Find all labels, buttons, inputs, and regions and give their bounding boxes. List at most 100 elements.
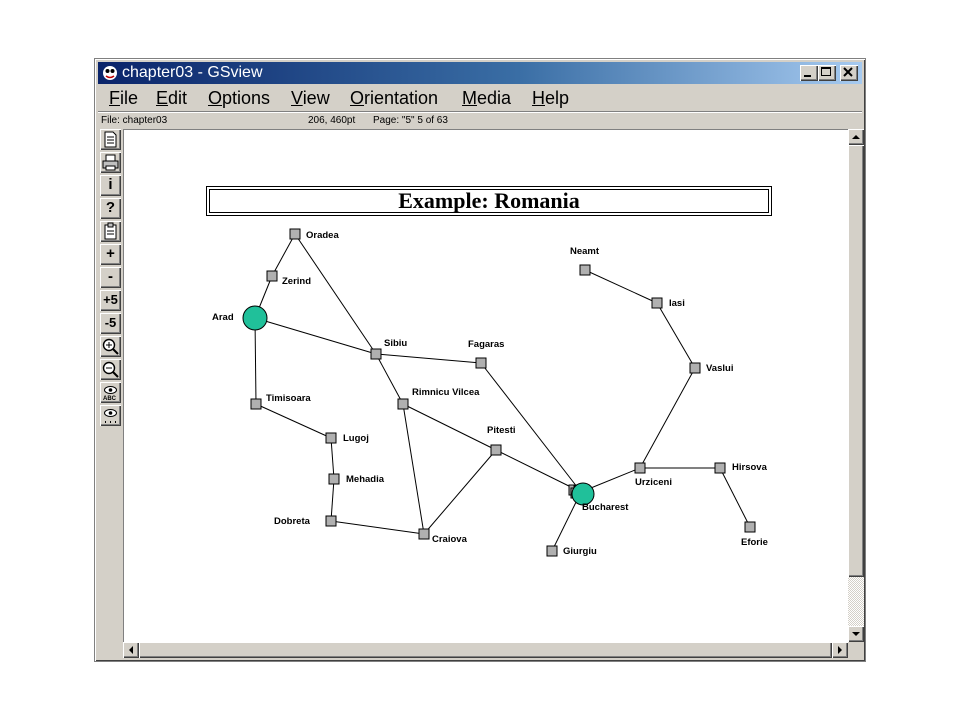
horizontal-scroll-thumb[interactable] — [139, 642, 832, 658]
find-text-icon: ABC — [103, 386, 117, 402]
edge-rimnicu-pitesti — [402, 403, 497, 451]
zoom-in-icon — [102, 338, 119, 355]
edge-mehadia-dobreta — [330, 478, 335, 522]
label-zerind: Zerind — [282, 276, 311, 287]
arrow-right-icon — [838, 646, 842, 654]
node-craiova — [418, 528, 430, 540]
label-rimnicu: Rimnicu Vilcea — [412, 387, 480, 398]
title-bar[interactable]: chapter03 - GSview — [98, 62, 862, 84]
status-coords: 206, 460pt — [308, 115, 356, 126]
prev-page-button[interactable]: - — [100, 267, 121, 288]
ghostscript-icon[interactable] — [102, 65, 118, 81]
print-button[interactable] — [100, 152, 121, 173]
label-lugoj: Lugoj — [343, 433, 369, 444]
node-neamt — [579, 264, 591, 276]
arrow-down-icon — [852, 632, 860, 636]
label-arad: Arad — [212, 312, 234, 323]
menu-options[interactable]: Options — [208, 88, 271, 108]
maximize-button[interactable] — [818, 65, 836, 81]
status-bar: File: chapter03 206, 460pt Page: "5" 5 o… — [98, 111, 862, 129]
label-mehadia: Mehadia — [346, 474, 385, 485]
edge-timisoara-lugoj — [255, 403, 332, 439]
goto-page-button[interactable] — [100, 221, 121, 242]
node-timisoara — [250, 398, 262, 410]
status-page: Page: "5" 5 of 63 — [373, 115, 448, 126]
zoom-out-button[interactable] — [100, 359, 121, 380]
node-hirsova — [714, 462, 726, 474]
zoom-in-button[interactable] — [100, 336, 121, 357]
open-icon — [104, 131, 117, 148]
node-oradea — [289, 228, 301, 240]
edge-sibiu-rimnicu — [375, 353, 404, 405]
help-button[interactable]: ? — [100, 198, 121, 219]
node-giurgiu — [546, 545, 558, 557]
edge-fagaras-bucharest — [480, 362, 582, 493]
back-5-button[interactable]: -5 — [100, 313, 121, 334]
label-iasi: Iasi — [669, 298, 685, 309]
label-bucharest: Bucharest — [582, 502, 629, 513]
goto-page-icon — [104, 222, 117, 240]
minimize-button[interactable] — [800, 65, 818, 81]
node-urziceni — [634, 462, 646, 474]
scroll-right-button[interactable] — [832, 642, 848, 658]
status-file: File: chapter03 — [101, 115, 168, 126]
close-icon — [843, 67, 853, 77]
toolbar: i ? + - +5 -5 ABC — [98, 129, 122, 658]
node-fagaras — [475, 357, 487, 369]
scroll-up-button[interactable] — [848, 129, 864, 145]
node-pitesti — [490, 444, 502, 456]
slide-title-box: Example: Romania — [206, 186, 772, 216]
info-button[interactable]: i — [100, 175, 121, 196]
label-vaslui: Vaslui — [706, 363, 733, 374]
menu-help[interactable]: Help — [532, 88, 570, 108]
node-bucharest-goal — [571, 482, 595, 506]
edge-hirsova-eforie — [719, 467, 751, 528]
scroll-down-button[interactable] — [848, 626, 864, 642]
find-text-button[interactable]: ABC — [100, 382, 121, 403]
find-next-icon — [104, 409, 117, 423]
menu-edit[interactable]: Edit — [156, 88, 188, 108]
label-pitesti: Pitesti — [487, 425, 516, 436]
arrow-up-icon — [852, 135, 860, 139]
edge-oradea-zerind — [271, 233, 296, 277]
edge-lugoj-mehadia — [330, 437, 335, 480]
node-mehadia — [328, 473, 340, 485]
label-dobreta: Dobreta — [274, 516, 311, 527]
edge-rimnicu-craiova — [402, 403, 425, 535]
label-craiova: Craiova — [432, 534, 468, 545]
close-button[interactable] — [840, 65, 858, 81]
node-arad — [242, 305, 268, 331]
edge-vaslui-iasi — [656, 302, 696, 369]
forward-5-button[interactable]: +5 — [100, 290, 121, 311]
edge-arad-timisoara — [254, 317, 257, 405]
edge-dobreta-craiova — [330, 520, 425, 535]
menu-orientation[interactable]: Orientation — [350, 88, 439, 108]
find-next-button[interactable] — [100, 405, 121, 426]
open-button[interactable] — [100, 129, 121, 150]
label-eforie: Eforie — [741, 537, 768, 548]
vertical-scroll-thumb[interactable] — [848, 145, 864, 577]
node-dobreta — [325, 515, 337, 527]
label-hirsova: Hirsova — [732, 462, 768, 473]
label-fagaras: Fagaras — [468, 339, 504, 350]
node-iasi — [651, 297, 663, 309]
label-oradea: Oradea — [306, 230, 339, 241]
edge-pitesti-bucharest — [495, 449, 582, 493]
edge-craiova-pitesti — [423, 449, 497, 535]
node-eforie — [744, 521, 756, 533]
size-grip[interactable] — [848, 642, 864, 658]
edge-oradea-sibiu — [294, 233, 377, 355]
edge-urziceni-vaslui — [639, 367, 696, 469]
next-page-button[interactable]: + — [100, 244, 121, 265]
horizontal-scrollbar[interactable] — [123, 642, 848, 658]
menu-file[interactable]: File — [109, 88, 139, 108]
maximize-icon — [821, 67, 831, 76]
menu-media[interactable]: Media — [462, 88, 512, 108]
menu-bar: File Edit Options View Orientation Media… — [98, 85, 862, 109]
edge-arad-sibiu — [254, 317, 377, 355]
vertical-scrollbar[interactable] — [848, 129, 864, 642]
menu-view[interactable]: View — [291, 88, 330, 108]
scroll-left-button[interactable] — [123, 642, 139, 658]
